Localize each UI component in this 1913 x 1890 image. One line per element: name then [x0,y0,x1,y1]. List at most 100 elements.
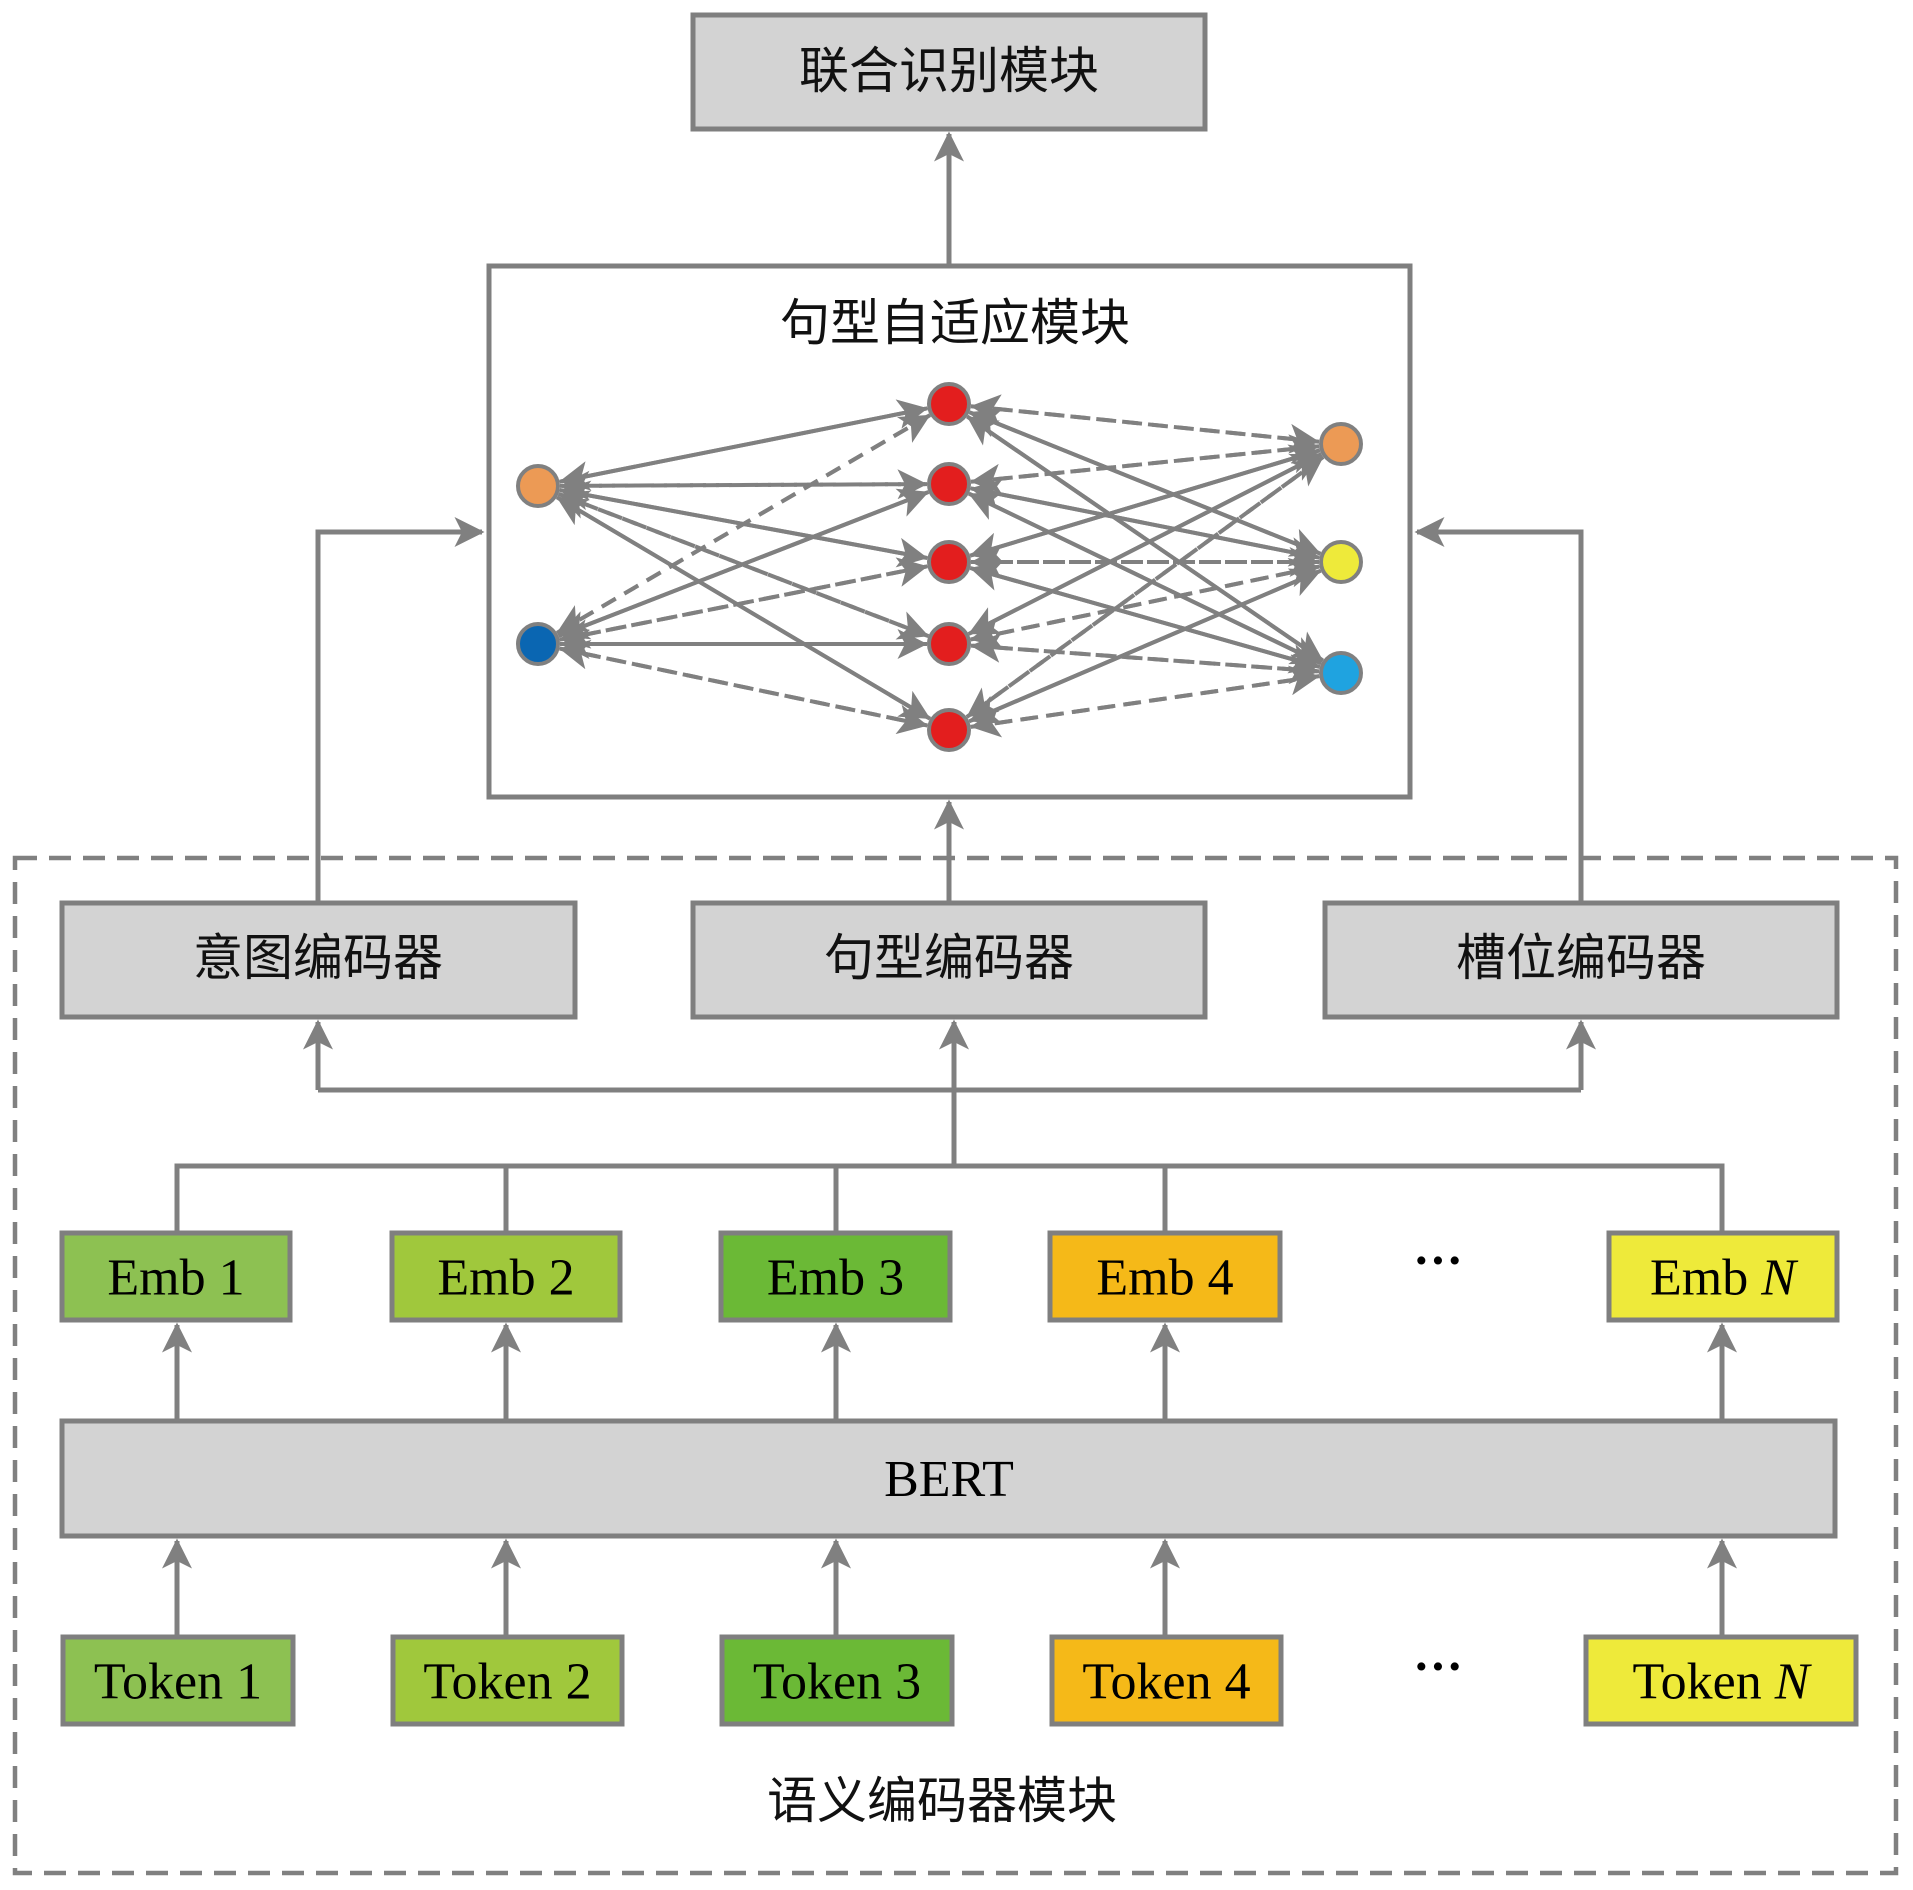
edge-right2-to-mid5 [968,568,1322,724]
edge-left1-to-mid5 [555,495,931,720]
embedding-1-box [59,1230,293,1323]
slot-node-1 [1319,422,1363,466]
token-4: Token 4 [1049,1634,1284,1727]
edge-right1-to-mid1 [970,394,1320,444]
sentence-type-node-1 [927,382,971,426]
embedding-3-box [718,1230,953,1323]
edge-right1-to-mid4 [968,452,1323,635]
embedding-1-label: Emb 1 [107,1250,244,1307]
slot-encoder: 槽位编码器 [1322,900,1840,1020]
embedding-1-prefix: Emb [107,1250,218,1307]
edge-right3-to-mid4 [970,632,1320,674]
sentence-type-node-4 [927,622,971,666]
intent-node-1 [516,464,560,508]
embedding-2-box [389,1230,623,1323]
edge-left1-to-mid2 [559,469,928,500]
embedding-2-prefix: Emb [437,1250,548,1307]
sentence-type-node-3 [927,540,971,584]
sentence-type-encoder: 句型编码器 [690,900,1208,1020]
embedding-3-index: 3 [878,1250,904,1307]
edge-right1-to-mid3 [969,448,1321,562]
joint-recognition-label: 联合识别模块 [799,42,1099,100]
token-4-prefix: Token [1082,1654,1224,1711]
embedding-5-label: Emb N [1650,1250,1799,1307]
embedding-3: Emb 3 [718,1230,953,1323]
token-1-label: Token 1 [94,1654,262,1711]
bert-block: BERT [59,1418,1838,1539]
token-5-box [1583,1634,1859,1727]
edge-left1-to-mid1 [559,399,928,484]
token-3-box [719,1634,955,1727]
sentence-adaptive-label: 句型自适应模块 [780,294,1130,352]
token-2: Token 2 [390,1634,625,1727]
sentence-type-node-5 [927,708,971,752]
emb-bus [174,1163,1725,1233]
intent-encoder: 意图编码器 [59,900,578,1020]
edge-right2-to-mid4 [970,564,1320,649]
token-3: Token 3 [719,1634,955,1727]
edge-right2-to-mid1 [968,409,1322,556]
embedding-4-index: 4 [1208,1250,1234,1307]
slot-node-2 [1319,540,1363,584]
edge-left2-to-mid2 [557,488,929,638]
token-2-box [390,1634,625,1727]
embedding-3-label: Emb 3 [767,1250,904,1307]
edge-right3-to-mid2 [968,492,1323,666]
token-5-prefix: Token [1633,1654,1775,1711]
token-1: Token 1 [60,1634,296,1727]
slot-encoder-label: 槽位编码器 [1456,929,1706,987]
embedding-1-index: 1 [219,1250,245,1307]
slot-node-3 [1319,651,1363,695]
embedding-2-label: Emb 2 [437,1250,574,1307]
token-5: Token N [1583,1634,1859,1727]
bert-label: BERT [884,1451,1014,1508]
token-1-index: 1 [236,1654,262,1711]
arrow-slot-to-adaptive [1414,517,1584,903]
embedding-3-prefix: Emb [767,1250,878,1307]
embedding-5-index: N [1760,1250,1799,1307]
edge-left2-to-mid5 [559,646,928,735]
sentence-type-node-2 [927,462,971,506]
edge-right3-to-mid3 [969,561,1321,669]
token-3-prefix: Token [753,1654,895,1711]
embedding-1: Emb 1 [59,1230,293,1323]
edge-right1-to-mid5 [966,455,1325,718]
edge-left2-to-mid1 [555,414,931,635]
embedding-2: Emb 2 [389,1230,623,1323]
embedding-5: Emb N [1606,1230,1840,1323]
emb-ellipsis: ··· [1413,1232,1463,1288]
token-4-index: 4 [1225,1654,1251,1711]
token-5-index: N [1774,1654,1813,1711]
token-5-label: Token N [1633,1654,1813,1711]
sentence-type-encoder-label: 句型编码器 [824,929,1074,987]
token-2-index: 2 [566,1654,592,1711]
token-3-label: Token 3 [753,1654,921,1711]
token-2-prefix: Token [423,1654,565,1711]
embedding-5-prefix: Emb [1650,1250,1761,1307]
edge-right3-to-mid1 [966,415,1324,663]
token-ellipsis: ··· [1413,1638,1463,1694]
semantic-encoder-module-label: 语义编码器模块 [767,1772,1117,1830]
intent-node-2 [516,622,560,666]
embedding-4-prefix: Emb [1096,1250,1207,1307]
graph-nodes [516,382,1363,752]
joint-recognition-module: 联合识别模块 [690,12,1208,132]
edge-right2-to-mid2 [970,479,1320,560]
embedding-2-index: 2 [549,1250,575,1307]
token-1-prefix: Token [94,1654,236,1711]
embedding-4: Emb 4 [1047,1230,1283,1323]
embedding-5-box [1606,1230,1840,1323]
token-4-label: Token 4 [1082,1654,1250,1711]
embedding-4-box [1047,1230,1283,1323]
token-2-label: Token 2 [423,1654,591,1711]
semantic-encoder-module-frame [12,855,1899,1876]
graph-edges [555,394,1325,738]
embedding-4-label: Emb 4 [1096,1250,1233,1307]
intent-encoder-label: 意图编码器 [193,929,443,987]
edge-right3-to-mid5 [970,674,1320,738]
edge-right1-to-mid2 [970,444,1320,494]
token-3-index: 3 [895,1654,921,1711]
